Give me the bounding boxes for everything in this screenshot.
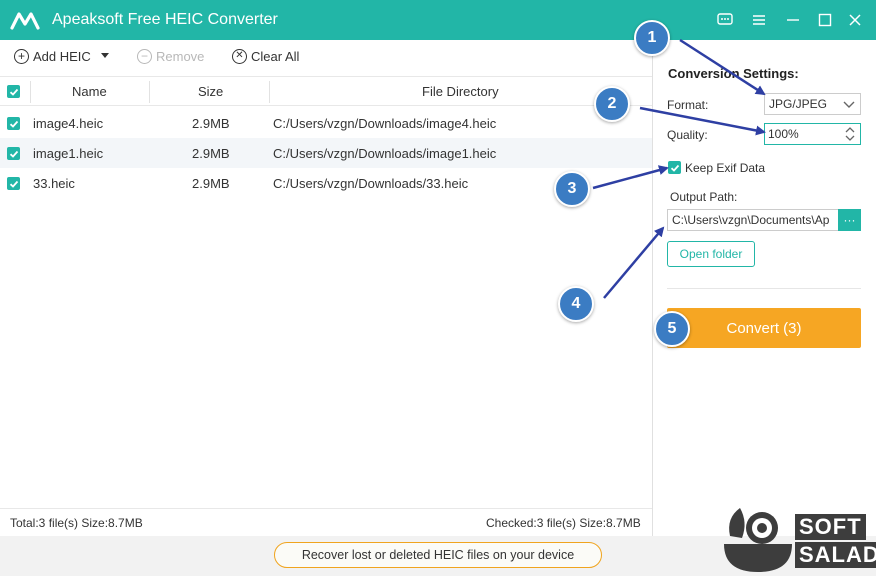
column-size[interactable]: Size xyxy=(198,84,224,99)
stepper-arrows-icon[interactable] xyxy=(844,125,856,143)
status-bar: Total:3 file(s) Size:8.7MB Checked:3 fil… xyxy=(0,508,652,536)
menu-icon[interactable] xyxy=(749,10,769,30)
keep-exif-label[interactable]: Keep Exif Data xyxy=(685,161,766,175)
remove-label: Remove xyxy=(156,48,205,64)
minus-circle-icon: − xyxy=(137,48,152,64)
annotation-badge-1: 1 xyxy=(634,20,670,56)
annotation-badge-4: 4 xyxy=(558,286,594,322)
annotation-badge-2: 2 xyxy=(594,86,630,122)
caret-down-icon[interactable] xyxy=(100,53,109,59)
row-checkbox[interactable] xyxy=(7,117,20,130)
softsalad-logo-icon xyxy=(724,508,792,572)
file-name: 33.heic xyxy=(33,176,75,191)
remove-button[interactable]: − Remove xyxy=(137,47,204,65)
total-status: Total:3 file(s) Size:8.7MB xyxy=(10,516,143,530)
minimize-icon[interactable] xyxy=(783,10,803,30)
add-heic-label: Add HEIC xyxy=(33,48,91,64)
quality-value: 100% xyxy=(768,127,799,141)
file-directory: C:/Users/vzgn/Downloads/image1.heic xyxy=(273,146,497,161)
output-path-value: C:\Users\vzgn\Documents\Ap xyxy=(672,213,830,227)
conversion-settings-title: Conversion Settings: xyxy=(668,66,799,81)
watermark-line-2: SALAD xyxy=(795,542,876,568)
file-size: 2.9MB xyxy=(192,176,230,191)
format-label: Format: xyxy=(667,98,709,112)
file-name: image1.heic xyxy=(33,146,104,161)
x-circle-icon: ✕ xyxy=(232,48,247,64)
file-size: 2.9MB xyxy=(192,146,230,161)
maximize-icon[interactable] xyxy=(815,10,835,30)
table-row[interactable]: image1.heic 2.9MB C:/Users/vzgn/Download… xyxy=(0,138,652,168)
title-bar: Apeaksoft Free HEIC Converter xyxy=(0,0,876,40)
annotation-badge-3: 3 xyxy=(554,171,590,207)
row-checkbox[interactable] xyxy=(7,147,20,160)
table-row[interactable]: 33.heic 2.9MB C:/Users/vzgn/Downloads/33… xyxy=(0,168,652,198)
format-select[interactable]: JPG/JPEG xyxy=(764,93,861,115)
annotation-badge-5: 5 xyxy=(654,311,690,347)
checked-status: Checked:3 file(s) Size:8.7MB xyxy=(486,516,641,530)
close-icon[interactable] xyxy=(845,10,865,30)
quality-label: Quality: xyxy=(667,128,708,142)
output-path-field[interactable]: C:\Users\vzgn\Documents\Ap xyxy=(667,209,861,231)
clear-all-label: Clear All xyxy=(251,48,300,64)
table-header: Name Size File Directory xyxy=(0,76,652,106)
file-directory: C:/Users/vzgn/Downloads/33.heic xyxy=(273,176,469,191)
column-name[interactable]: Name xyxy=(72,84,107,99)
open-folder-button[interactable]: Open folder xyxy=(667,241,755,267)
browse-button[interactable]: ··· xyxy=(838,209,861,231)
app-title: Apeaksoft Free HEIC Converter xyxy=(52,11,278,28)
convert-button[interactable]: Convert (3) xyxy=(667,308,861,348)
add-heic-button[interactable]: + Add HEIC xyxy=(14,47,109,65)
file-size: 2.9MB xyxy=(192,116,230,131)
toolbar: + Add HEIC − Remove ✕ Clear All xyxy=(0,40,652,72)
column-file-directory[interactable]: File Directory xyxy=(422,84,499,99)
divider xyxy=(667,288,861,289)
chevron-down-icon xyxy=(843,101,855,108)
output-path-label: Output Path: xyxy=(670,190,738,204)
feedback-icon[interactable] xyxy=(715,10,735,30)
watermark-line-1: SOFT xyxy=(795,514,866,540)
file-name: image4.heic xyxy=(33,116,104,131)
bottom-bar: Recover lost or deleted HEIC files on yo… xyxy=(0,536,876,576)
app-logo-icon xyxy=(10,12,40,30)
plus-circle-icon: + xyxy=(14,48,29,64)
recover-files-button[interactable]: Recover lost or deleted HEIC files on yo… xyxy=(274,542,602,568)
format-value: JPG/JPEG xyxy=(769,97,828,111)
table-row[interactable]: image4.heic 2.9MB C:/Users/vzgn/Download… xyxy=(0,108,652,138)
quality-stepper[interactable]: 100% xyxy=(764,123,861,145)
select-all-checkbox[interactable] xyxy=(7,85,20,98)
keep-exif-checkbox[interactable] xyxy=(668,161,681,174)
file-directory: C:/Users/vzgn/Downloads/image4.heic xyxy=(273,116,497,131)
clear-all-button[interactable]: ✕ Clear All xyxy=(232,47,299,65)
row-checkbox[interactable] xyxy=(7,177,20,190)
